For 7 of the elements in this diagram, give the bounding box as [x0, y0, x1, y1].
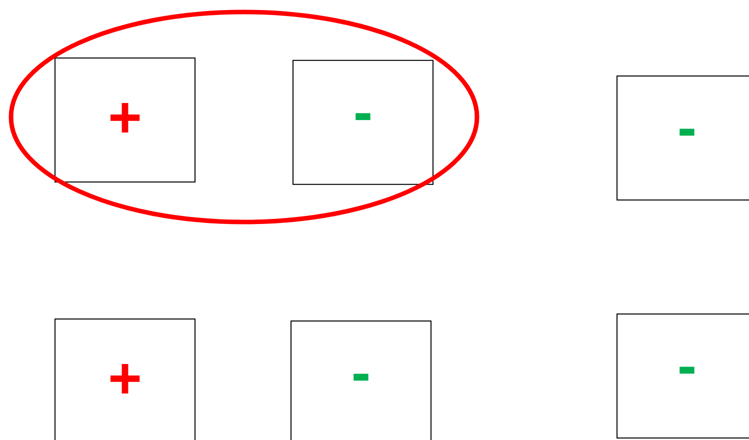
ellipse-outline: [8, 10, 480, 224]
sign-box: +: [54, 58, 196, 182]
sign-box: -: [616, 76, 749, 200]
sign-box: -: [292, 60, 434, 185]
sign-box: -: [616, 314, 749, 438]
sign-box: +: [54, 318, 196, 440]
sign-box: -: [290, 320, 432, 440]
